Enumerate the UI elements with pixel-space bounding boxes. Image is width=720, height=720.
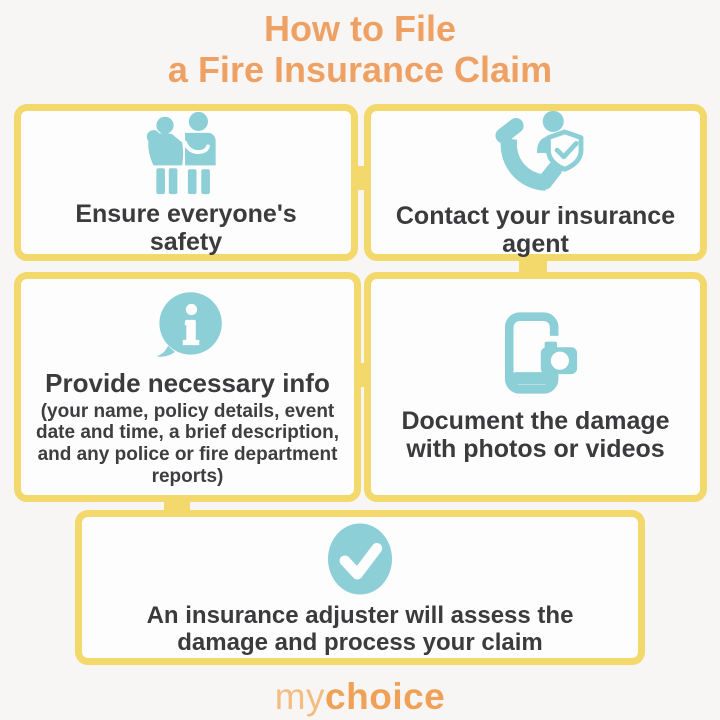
logo-text-choice: choice: [325, 676, 446, 717]
phone-shield-check-icon: [494, 110, 583, 191]
logo-text-my: my: [274, 676, 326, 717]
step-label-line: Document the damage: [401, 407, 670, 435]
step-label-adjuster-assess: An insurance adjuster will assess the da…: [146, 601, 574, 657]
page-title: How to File a Fire Insurance Claim: [0, 8, 720, 91]
step-sublabel-line: date and time, a brief description,: [35, 422, 339, 444]
step-card-contact-agent: Contact your insurance agent: [364, 104, 707, 261]
step-label-document-damage: Document the damage with photos or video…: [401, 407, 669, 463]
mychoice-logo: mychoice: [0, 676, 720, 718]
phone-camera-icon: [504, 312, 579, 394]
page-title-line-2: a Fire Insurance Claim: [167, 49, 553, 91]
step-label-ensure-safety: Ensure everyone's safety: [75, 200, 296, 256]
info-speech-bubble-icon: [156, 291, 222, 357]
step-sublabel-provide-info: (your name, policy details, event date a…: [36, 401, 339, 488]
step-label-line: Ensure everyone's: [75, 199, 297, 228]
step-label-provide-info: Provide necessary info: [45, 367, 330, 398]
step-label-line: Contact your insurance: [395, 202, 676, 230]
step-label-line: An insurance adjuster will assess the: [146, 601, 574, 629]
step-card-adjuster-assess: An insurance adjuster will assess the da…: [75, 510, 645, 665]
step-label-line: with photos or videos: [406, 435, 665, 463]
step-label-contact-agent: Contact your insurance agent: [396, 202, 675, 258]
step-card-ensure-safety: Ensure everyone's safety: [14, 104, 358, 261]
step-sublabel-line: (your name, policy details, event: [40, 400, 335, 422]
step-label-line: Provide necessary info: [45, 367, 330, 398]
step-label-line: agent: [502, 230, 569, 258]
family-icon: [146, 111, 216, 194]
step-card-document-damage: Document the damage with photos or video…: [364, 272, 707, 502]
step-card-provide-info: Provide necessary info (your name, polic…: [14, 272, 361, 502]
step-label-line: safety: [149, 227, 223, 256]
check-circle-icon: [328, 523, 392, 595]
step-sublabel-line: and any police or fire department: [37, 444, 338, 466]
step-label-line: damage and process your claim: [177, 628, 543, 656]
page-title-line-1: How to File: [264, 8, 456, 49]
step-sublabel-line: reports): [151, 465, 224, 487]
